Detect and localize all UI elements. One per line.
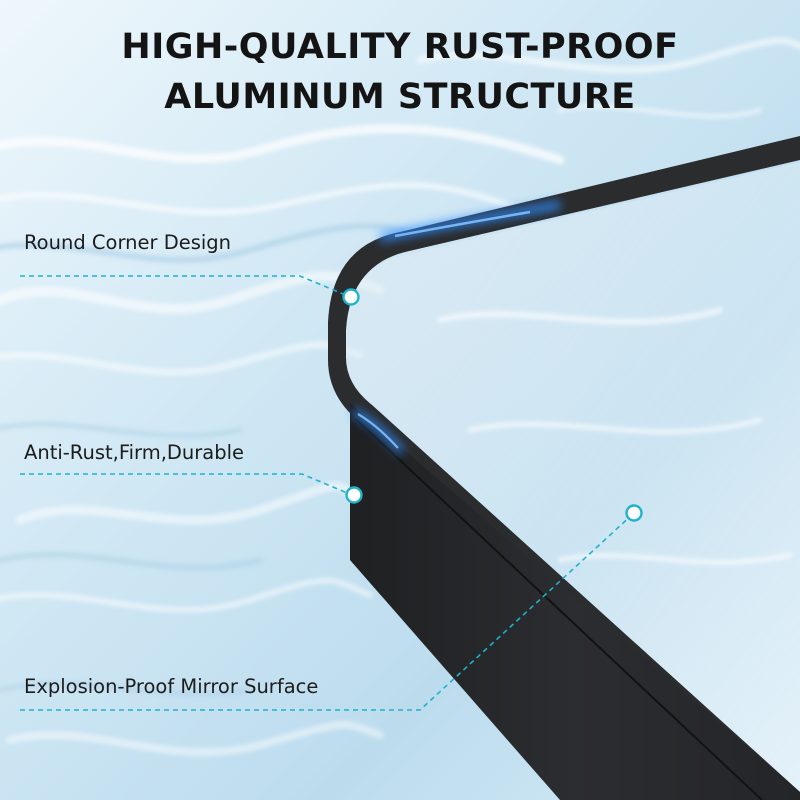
headline-line-1: HIGH-QUALITY RUST-PROOF	[121, 27, 679, 67]
callout-line-round-corner	[20, 275, 349, 297]
frame-seam	[355, 418, 763, 800]
callout-dot-round-corner	[342, 288, 360, 306]
headline-line-2: ALUMINUM STRUCTURE	[164, 77, 636, 117]
callout-line-mirror	[20, 512, 635, 711]
frame-side-wall	[350, 403, 800, 800]
callout-dot-mirror	[625, 504, 643, 522]
mirror-surface	[344, 162, 800, 800]
callout-label-anti-rust: Anti-Rust,Firm,Durable	[24, 441, 245, 464]
callout-lines	[20, 275, 635, 711]
headline: HIGH-QUALITY RUST-PROOF ALUMINUM STRUCTU…	[0, 22, 800, 122]
water-ripples	[0, 37, 800, 757]
callout-label-round-corner: Round Corner Design	[24, 231, 232, 254]
callout-dots	[342, 288, 643, 522]
callout-label-mirror-surface: Explosion-Proof Mirror Surface	[24, 675, 319, 698]
blue-glow-top-core	[394, 210, 531, 238]
blue-glow-side-core	[357, 413, 399, 449]
callout-line-anti-rust	[20, 473, 353, 496]
mirror-reflections	[437, 307, 793, 565]
water-shadows	[0, 223, 433, 697]
callout-dot-anti-rust	[345, 486, 363, 504]
